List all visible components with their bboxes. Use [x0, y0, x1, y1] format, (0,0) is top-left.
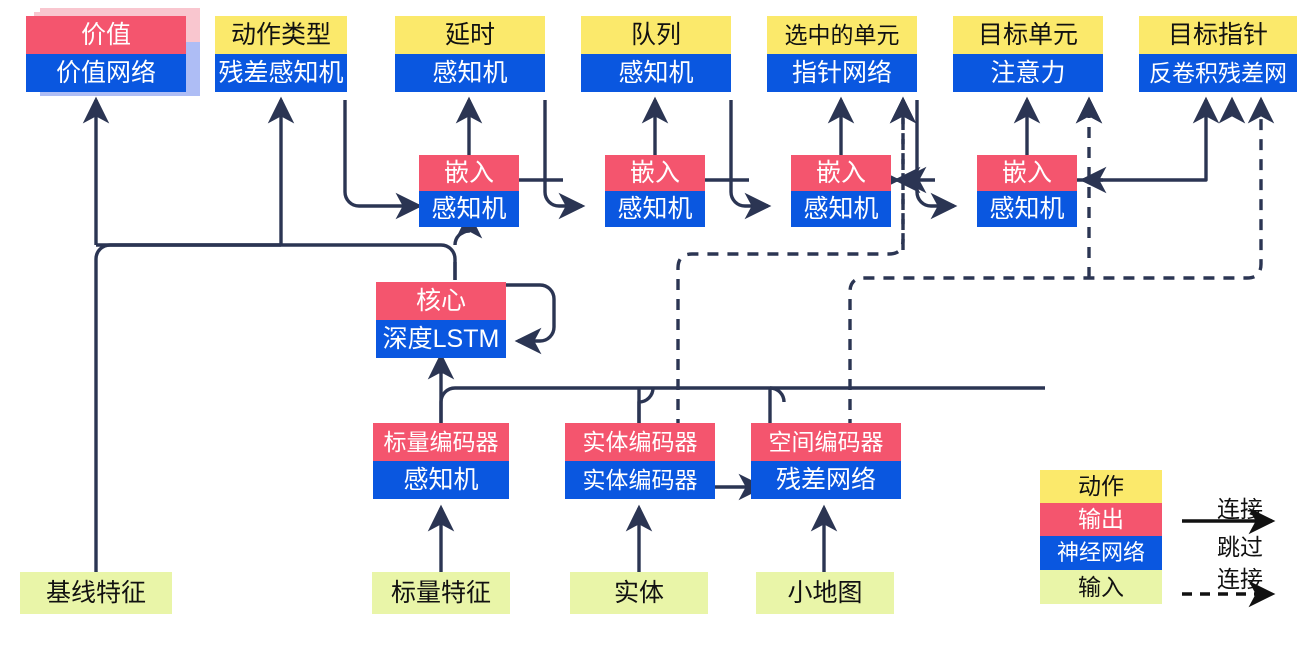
node-action-type[interactable]: 动作类型 残差感知机	[215, 16, 347, 92]
node-spatial-encoder-top: 空间编码器	[751, 423, 901, 461]
edge-embed4-to-targetpointer	[1077, 96, 1220, 182]
legend-swatches: 动作 输出 神经网络 输入	[1040, 470, 1162, 604]
input-scalar-features[interactable]: 标量特征	[372, 572, 510, 614]
legend-swatch-action: 动作	[1040, 470, 1162, 503]
legend-skip-label-line1: 跳过	[1217, 534, 1263, 560]
node-scalar-encoder-top: 标量编码器	[373, 423, 509, 461]
node-value-top: 价值	[26, 16, 186, 54]
node-scalar-encoder-bottom: 感知机	[373, 461, 509, 499]
legend-skip-label-line2: 连接	[1217, 566, 1263, 592]
node-delay-bottom: 感知机	[395, 54, 545, 92]
node-embed-4-bottom: 感知机	[977, 191, 1077, 227]
node-target-pointer[interactable]: 目标指针 反卷积残差网	[1139, 16, 1297, 92]
edge-bus-corner-left	[439, 386, 456, 425]
node-entity-encoder[interactable]: 实体编码器 实体编码器	[565, 423, 715, 499]
edge-elbow-to-embed1	[343, 100, 396, 208]
node-value[interactable]: 价值 价值网络	[26, 16, 186, 92]
node-embed-4[interactable]: 嵌入 感知机	[977, 155, 1077, 227]
input-entities[interactable]: 实体	[570, 572, 708, 614]
node-entity-encoder-bottom: 实体编码器	[565, 461, 715, 499]
edge-spatialenc-riser	[824, 388, 838, 425]
edge-skip-entity-to-selected	[676, 96, 917, 430]
edge-entityenc-riser	[637, 387, 655, 425]
legend-swatch-output: 输出	[1040, 503, 1162, 536]
node-embed-1[interactable]: 嵌入 感知机	[419, 155, 519, 227]
node-target-unit[interactable]: 目标单元 注意力	[953, 16, 1103, 92]
node-scalar-encoder[interactable]: 标量编码器 感知机	[373, 423, 509, 499]
node-embed-2[interactable]: 嵌入 感知机	[605, 155, 705, 227]
node-selected-unit[interactable]: 选中的单元 指针网络	[767, 16, 917, 92]
node-delay-top: 延时	[395, 16, 545, 54]
input-baseline-features[interactable]: 基线特征	[20, 572, 172, 614]
node-queue[interactable]: 队列 感知机	[581, 16, 731, 92]
node-delay[interactable]: 延时 感知机	[395, 16, 545, 92]
node-entity-encoder-top: 实体编码器	[565, 423, 715, 461]
node-action-type-bottom: 残差感知机	[215, 54, 347, 92]
node-embed-2-top: 嵌入	[605, 155, 705, 191]
node-target-unit-top: 目标单元	[953, 16, 1103, 54]
edge-skip-spatial-to-targetpointer	[848, 96, 1275, 430]
node-embed-3-top: 嵌入	[791, 155, 891, 191]
node-action-type-top: 动作类型	[215, 16, 347, 54]
node-spatial-encoder-bottom: 残差网络	[751, 461, 901, 499]
input-minimap[interactable]: 小地图	[756, 572, 894, 614]
node-embed-3[interactable]: 嵌入 感知机	[791, 155, 891, 227]
node-selected-unit-top: 选中的单元	[767, 16, 917, 54]
node-embed-2-bottom: 感知机	[605, 191, 705, 227]
node-embed-1-top: 嵌入	[419, 155, 519, 191]
node-embed-3-bottom: 感知机	[791, 191, 891, 227]
dashed-skip-edges	[676, 96, 1275, 430]
node-core-top: 核心	[376, 282, 506, 320]
edge-selected-to-embed4	[915, 100, 958, 220]
edge-queue-to-embed3	[729, 100, 772, 220]
node-queue-top: 队列	[581, 16, 731, 54]
node-spatial-encoder[interactable]: 空间编码器 残差网络	[751, 423, 901, 499]
edge-bus-corner-entity	[769, 386, 786, 403]
edge-delay-to-embed2	[543, 100, 586, 220]
node-value-bottom: 价值网络	[26, 54, 186, 92]
node-embed-4-top: 嵌入	[977, 155, 1077, 191]
node-core[interactable]: 核心 深度LSTM	[376, 282, 506, 358]
legend-swatch-network: 神经网络	[1040, 536, 1162, 570]
node-target-pointer-bottom: 反卷积残差网	[1139, 54, 1297, 92]
node-target-pointer-top: 目标指针	[1139, 16, 1297, 54]
node-selected-unit-bottom: 指针网络	[767, 54, 917, 92]
legend-swatch-input: 输入	[1040, 570, 1162, 604]
node-core-bottom: 深度LSTM	[376, 320, 506, 358]
node-embed-1-bottom: 感知机	[419, 191, 519, 227]
node-target-unit-bottom: 注意力	[953, 54, 1103, 92]
edge-core-selfloop	[500, 283, 556, 355]
legend-connection-label: 连接	[1217, 496, 1263, 522]
node-queue-bottom: 感知机	[581, 54, 731, 92]
